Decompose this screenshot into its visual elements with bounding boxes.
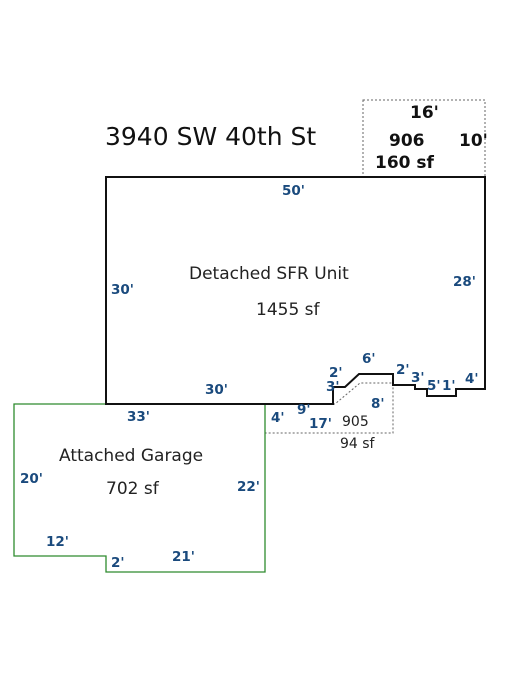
house-outline <box>105 176 486 405</box>
dim-step-4a: 4' <box>465 371 479 387</box>
dim-garage-2: 2' <box>111 555 125 571</box>
dim-right-28: 28' <box>453 274 476 290</box>
annex-dim-16: 16' <box>410 103 439 123</box>
annex-906-name: 906 <box>389 131 425 151</box>
porch-905-area: 94 sf <box>340 436 375 452</box>
annex-906-area: 160 sf <box>375 153 434 173</box>
dim-porch-8: 8' <box>371 396 385 412</box>
dim-step-3b: 3' <box>411 370 425 386</box>
dim-top-50: 50' <box>282 183 305 199</box>
garage-name: Attached Garage <box>59 446 204 466</box>
porch-905-name: 905 <box>342 414 369 430</box>
property-address: 3940 SW 40th St <box>105 122 317 151</box>
dim-garage-33: 33' <box>127 409 150 425</box>
dim-step-3a: 3' <box>326 379 340 395</box>
dim-left-30: 30' <box>111 282 134 298</box>
dim-garage-22: 22' <box>237 479 260 495</box>
dim-garage-12: 12' <box>46 534 69 550</box>
dim-porch-9: 9' <box>297 402 311 418</box>
dim-porch-17: 17' <box>309 416 332 432</box>
dim-bottom-30: 30' <box>205 382 228 398</box>
dim-step-1: 1' <box>442 378 456 394</box>
dim-garage-21: 21' <box>172 549 195 565</box>
garage-area: 702 sf <box>106 479 159 499</box>
dim-step-2b: 2' <box>396 362 410 378</box>
dim-garage-20: 20' <box>20 471 43 487</box>
detached-sfr-name: Detached SFR Unit <box>189 264 349 284</box>
dim-step-2a: 2' <box>329 365 343 381</box>
dim-step-6: 6' <box>362 351 376 367</box>
annex-dim-10: 10' <box>459 131 488 151</box>
dim-step-5: 5' <box>427 378 441 394</box>
dim-porch-4: 4' <box>271 410 285 426</box>
detached-sfr-area: 1455 sf <box>256 300 320 320</box>
